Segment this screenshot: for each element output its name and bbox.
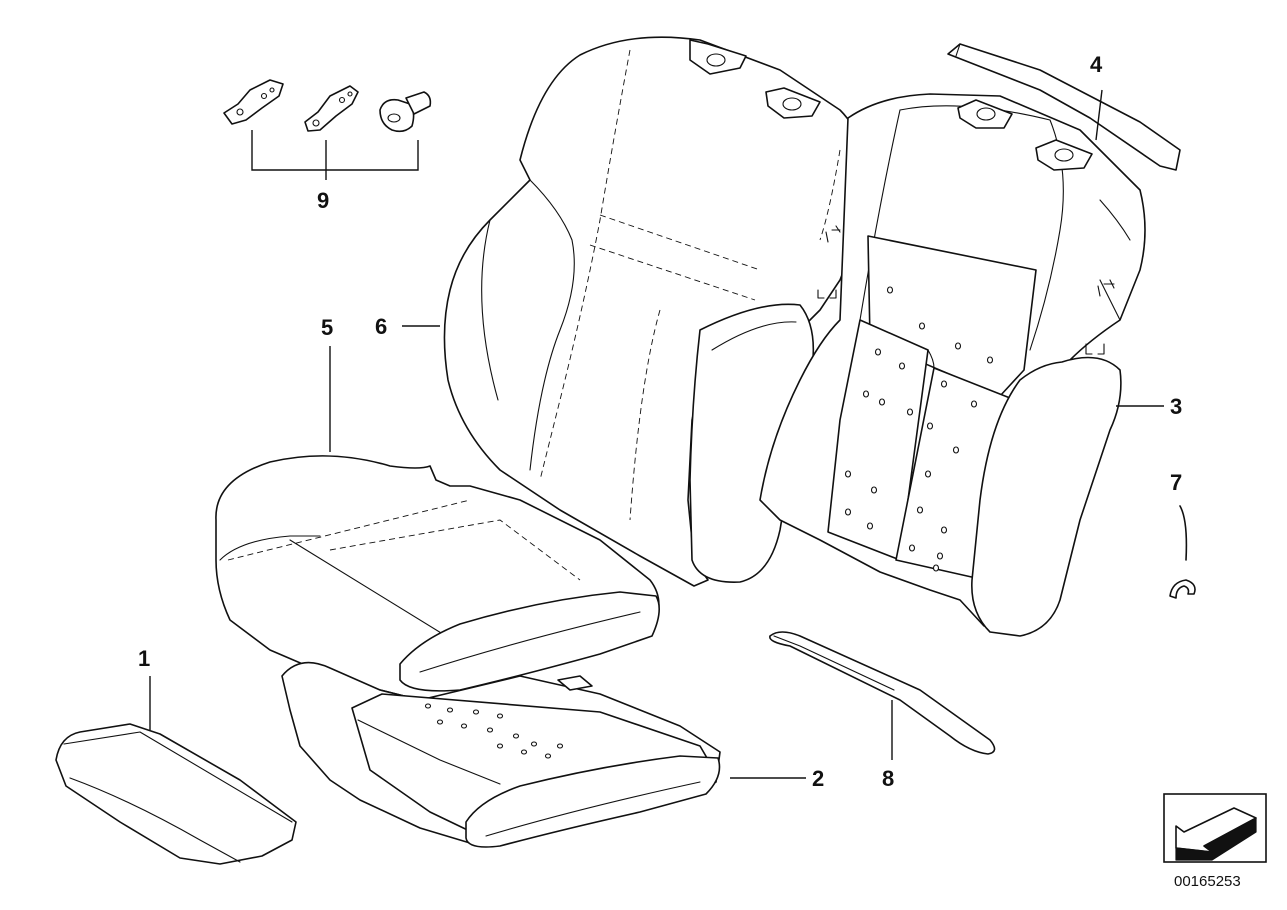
part-1-front-cushion: 1 <box>55 646 297 865</box>
part-5-seat-cover: 5 <box>215 315 660 701</box>
callout-5: 5 <box>321 315 333 340</box>
part-4-trim-strip: 4 <box>947 43 1181 171</box>
callout-1: 1 <box>138 646 150 671</box>
callout-7: 7 <box>1170 470 1182 495</box>
part-8-wire: 8 <box>769 631 996 791</box>
part-9-brackets: 9 <box>223 79 432 213</box>
callout-8: 8 <box>882 766 894 791</box>
drawing-number: 00165253 <box>1174 873 1241 890</box>
foam-vent-holes <box>844 286 994 572</box>
callout-2: 2 <box>812 766 824 791</box>
part-3-backrest-foam: 3 <box>759 93 1182 637</box>
callout-3: 3 <box>1170 394 1182 419</box>
callout-9: 9 <box>317 188 329 213</box>
part-2-seat-foam: 2 <box>281 661 824 848</box>
callout-4: 4 <box>1090 52 1103 77</box>
direction-arrow-icon <box>1163 793 1267 863</box>
callout-6: 6 <box>375 314 387 339</box>
seat-foam-vent-holes <box>424 703 564 759</box>
part-7-clip: 7 <box>1169 470 1196 599</box>
part-6-backrest-cover: 6 <box>375 36 866 587</box>
